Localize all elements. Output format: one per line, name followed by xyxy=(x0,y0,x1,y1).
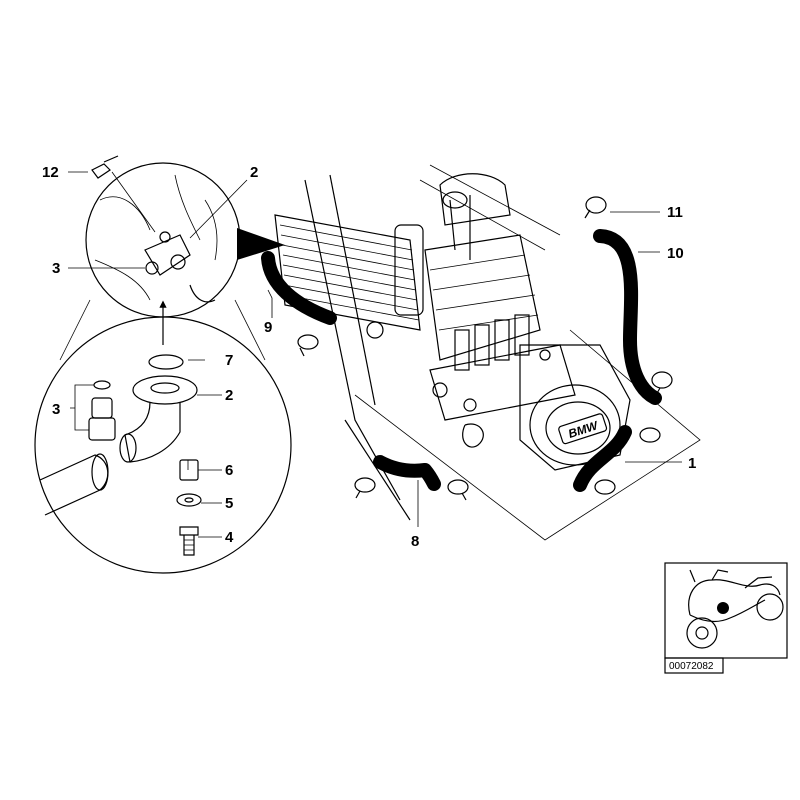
callout-2-bottom: 2 xyxy=(225,387,233,404)
hose-clamp-10 xyxy=(651,371,673,396)
callout-8: 8 xyxy=(411,533,419,550)
hoses xyxy=(261,229,662,492)
callout-6: 6 xyxy=(225,462,233,479)
hose-clamp-1b xyxy=(639,427,661,443)
exploded-view xyxy=(34,300,292,574)
hose-clamp-1a xyxy=(594,479,616,495)
hose-clamp-8a xyxy=(354,477,376,499)
callout-5: 5 xyxy=(225,495,233,512)
callout-2-top: 2 xyxy=(250,164,258,181)
radiator xyxy=(274,214,424,331)
part-2-housing xyxy=(119,375,198,463)
callout-3-top: 3 xyxy=(52,260,60,277)
hose-clamp-11 xyxy=(584,196,607,219)
part-7-o-ring xyxy=(148,354,184,370)
reference-number: 00072082 xyxy=(669,661,714,672)
locator-inset: 00072082 xyxy=(664,562,788,674)
thermostat-detail xyxy=(144,231,191,276)
cylinder-block xyxy=(424,234,576,421)
part-3-plug xyxy=(88,380,116,441)
motorcycle-silhouette xyxy=(686,569,784,649)
engine-assembly: BMW xyxy=(274,164,701,541)
location-marker xyxy=(717,602,729,614)
part-5-washer xyxy=(176,493,202,507)
callout-3-bottom: 3 xyxy=(52,401,60,418)
callout-7: 7 xyxy=(225,352,233,369)
detail-magnifier xyxy=(85,162,285,318)
callouts: 12 2 3 7 3 2 6 5 4 9 8 11 10 1 xyxy=(42,164,696,550)
part-12-bleed-screw xyxy=(91,155,119,179)
callout-9: 9 xyxy=(264,319,272,336)
callout-4: 4 xyxy=(225,529,234,546)
hose-clamp-8b xyxy=(447,479,469,501)
part-6-spacer xyxy=(179,459,199,481)
leader-lines xyxy=(68,171,682,538)
callout-12: 12 xyxy=(42,164,59,181)
pointer-arrow xyxy=(237,228,285,260)
part-4-bolt xyxy=(179,526,199,556)
hose-clamps xyxy=(297,196,673,501)
hose-clamp-9 xyxy=(297,334,319,357)
callout-1: 1 xyxy=(688,455,696,472)
callout-10: 10 xyxy=(667,245,684,262)
callout-11: 11 xyxy=(667,204,683,221)
